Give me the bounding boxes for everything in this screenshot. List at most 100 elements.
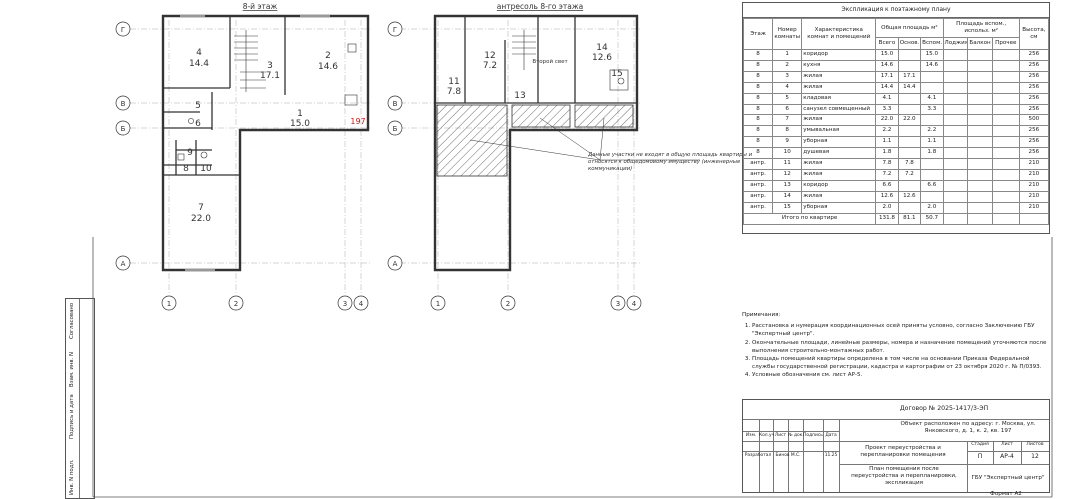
- plan-mezzanine: [400, 14, 640, 295]
- table-cell-misc: [991, 136, 1020, 149]
- table-cell-main: 22.0: [897, 114, 922, 127]
- notes-list: Расстановка и нумерация координационных …: [742, 322, 1052, 379]
- explication-title: Экспликация к поэтажному плану: [743, 3, 1049, 18]
- table-cell-room: 13: [772, 179, 803, 192]
- project-title: Проект переустройства и перепланировки п…: [860, 445, 946, 458]
- object-address: Объект расположен по адресу: г. Москва, …: [900, 421, 1036, 434]
- col-main: Основ.: [897, 37, 922, 50]
- room-number: 15: [611, 69, 622, 79]
- sheets-label: Листов: [1026, 442, 1044, 447]
- table-cell-aux: 2.2: [920, 125, 944, 138]
- table-cell-floor: 8: [742, 136, 774, 149]
- axis-label: А: [393, 260, 398, 268]
- col-label: Подпись: [803, 433, 823, 438]
- floor-8-title: 8-й этаж: [243, 2, 278, 11]
- col-label: Изм.: [745, 433, 757, 438]
- total-aux: 50.7: [920, 212, 944, 225]
- table-cell-aux: [920, 114, 944, 127]
- table-cell-loggia: [942, 114, 969, 127]
- total-label: Итого по квартире: [742, 212, 877, 225]
- table-cell-room: 2: [772, 59, 803, 72]
- room-number: 2: [325, 51, 331, 61]
- axis-label: А: [121, 260, 126, 268]
- col-other-area: Площадь вспом., использ. м²: [942, 18, 1020, 38]
- table-cell-height: 256: [1018, 103, 1050, 116]
- note-item: Окончательные площади, линейные размеры,…: [752, 339, 1052, 355]
- col-desc: Характеристика комнат и помещений: [801, 18, 877, 50]
- col-floor: Этаж: [742, 18, 774, 50]
- table-cell-balcony: [967, 114, 993, 127]
- col-room: Номер комнаты: [772, 18, 803, 50]
- table-cell-floor: 8: [742, 59, 774, 72]
- table-cell-floor: антр.: [742, 179, 774, 192]
- table-cell-desc: уборная: [801, 201, 877, 214]
- total-empty: [991, 212, 1020, 225]
- table-cell-misc: [991, 49, 1020, 61]
- total-empty: [942, 212, 969, 225]
- axis-label: 3: [343, 300, 347, 308]
- table-cell-room: 5: [772, 92, 803, 105]
- note-item: Площадь помещений квартиры определена в …: [752, 355, 1052, 371]
- room-number: 11: [448, 77, 459, 87]
- table-cell-desc: санузел совмещенный: [801, 103, 877, 116]
- table-cell-loggia: [942, 136, 969, 149]
- axis-label: 1: [436, 300, 440, 308]
- table-cell-balcony: [967, 201, 993, 214]
- table-cell-aux: [920, 70, 944, 83]
- table-cell-misc: [991, 81, 1020, 94]
- table-cell-room: 14: [772, 190, 803, 203]
- axis-label: 1: [167, 300, 171, 308]
- col-loggia: Лоджия: [942, 37, 969, 50]
- table-cell-room: 8: [772, 125, 803, 138]
- room-number: 9: [187, 148, 193, 158]
- note-item: Условные обозначения см. лист АР-5.: [752, 371, 1052, 379]
- table-cell-main: [897, 179, 922, 192]
- room-number: 5: [195, 101, 201, 111]
- table-cell-desc: жилая: [801, 190, 877, 203]
- contract-number: Договор № 2025-1417/3-ЭП: [899, 405, 989, 412]
- table-cell-floor: антр.: [742, 201, 774, 214]
- explication-table: Этаж Номер комнаты Характеристика комнат…: [742, 18, 1050, 225]
- table-cell-total: 14.6: [875, 59, 899, 72]
- table-cell-aux: 3.3: [920, 103, 944, 116]
- table-cell-misc: [991, 158, 1020, 170]
- axis-label: 2: [234, 300, 238, 308]
- axis-label: Б: [393, 125, 398, 133]
- table-cell-total: 12.6: [875, 190, 899, 203]
- col-label: № док.: [788, 433, 804, 438]
- table-cell-loggia: [942, 103, 969, 116]
- table-cell-loggia: [942, 158, 969, 170]
- axis-label: Г: [121, 26, 125, 34]
- author-name: Бинов М.С.: [775, 453, 801, 458]
- table-cell-room: 1: [772, 49, 803, 61]
- table-cell-floor: антр.: [742, 168, 774, 181]
- axis-bubbles: [115, 21, 642, 311]
- sheet-label: Лист: [1001, 442, 1013, 447]
- table-cell-desc: душевая: [801, 147, 877, 160]
- table-cell-aux: 1.8: [920, 147, 944, 160]
- col-total: Всего: [875, 37, 899, 50]
- table-cell-loggia: [942, 168, 969, 181]
- table-cell-floor: 8: [742, 49, 774, 61]
- table-cell-height: 256: [1018, 59, 1050, 72]
- table-cell-balcony: [967, 179, 993, 192]
- total-empty: [1018, 212, 1050, 225]
- table-cell-balcony: [967, 92, 993, 105]
- col-label: Дата: [825, 433, 837, 438]
- table-cell-height: 256: [1018, 49, 1050, 61]
- mezzanine-title: антресоль 8-го этажа: [497, 2, 583, 11]
- axis-label: 2: [506, 300, 510, 308]
- table-cell-total: 1.8: [875, 147, 899, 160]
- table-cell-total: 6.6: [875, 179, 899, 192]
- table-cell-total: 4.1: [875, 92, 899, 105]
- axis-label: В: [393, 100, 398, 108]
- table-cell-main: [897, 49, 922, 61]
- side-strip: Инв. N подл. Подпись и дата Взам. инв. N…: [65, 298, 95, 499]
- side-label: Взам. инв. N: [69, 351, 75, 387]
- table-cell-height: 210: [1018, 168, 1050, 181]
